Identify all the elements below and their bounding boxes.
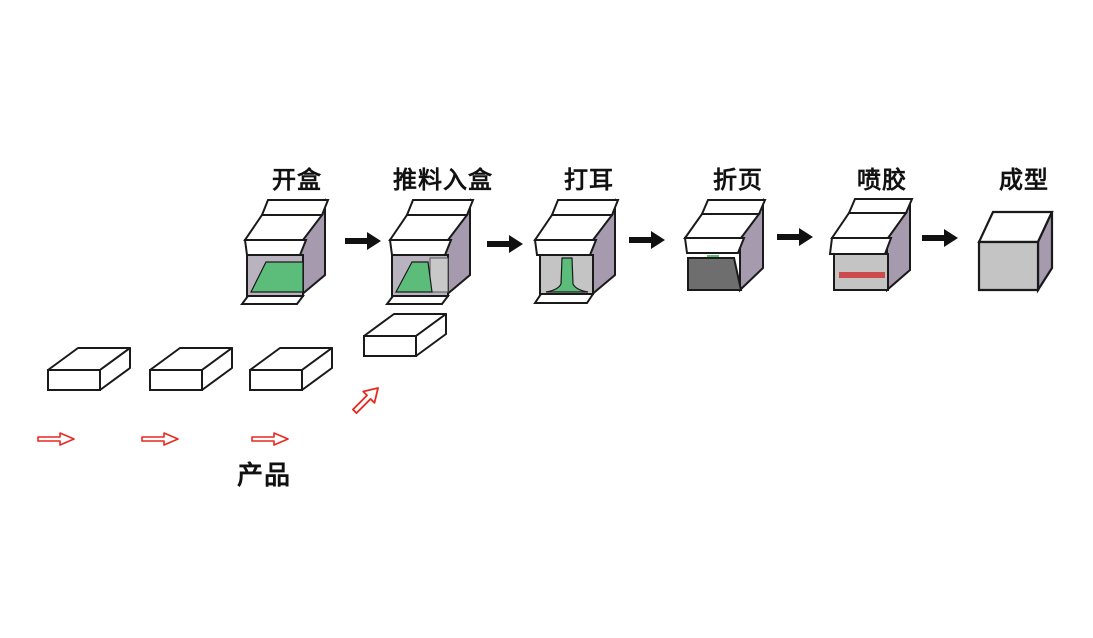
product-arrow-right-icon [37,432,75,446]
step-fold-ears-illustration [533,198,620,304]
step-label-fold-ears: 打耳 [564,166,614,194]
front-flap [388,239,453,256]
front-dark-face [687,257,743,291]
top-flap [260,199,330,216]
top-flap [847,198,914,214]
product-arrow-right-icon [141,432,179,446]
front-gray-face [977,240,1040,292]
step-fold-flaps-illustration [683,198,767,293]
flow-arrows [345,228,958,253]
top-flap [700,199,767,215]
flow-arrow-icon [777,228,813,246]
step-label-push-into-box: 推料入盒 [393,166,493,194]
top-flap [550,199,620,216]
products [47,313,447,391]
product-box [249,347,333,391]
glue-green-t [545,257,589,293]
front-flap [828,237,893,255]
glue-hint [707,255,719,258]
product-arrow-diagonal-icon [352,387,379,414]
flow-arrow-icon [629,231,665,249]
bottom-flap [240,295,305,305]
front-flap [533,239,598,256]
front-flap [243,239,308,256]
product-box [47,347,131,391]
step-push-into-box-illustration [385,198,475,305]
product-box [363,313,447,357]
product-front-face [47,369,101,391]
flow-arrow-icon [487,235,523,253]
product-front-face [249,369,303,391]
bottom-flap [533,293,595,304]
top-flap [405,199,475,216]
glue-green [395,261,433,293]
step-form-box-illustration [977,210,1054,294]
flow-arrow-icon [345,232,381,250]
bottom-flap [385,295,450,305]
glue-red-line [839,272,885,278]
product-front-face [363,335,417,357]
flow-arrow-icon [922,229,958,247]
step-label-open-box: 开盒 [272,166,322,194]
product-inside [429,257,449,293]
step-label-fold-flaps: 折页 [713,166,763,194]
step-open-box-illustration [240,198,330,305]
glue-green [250,261,304,293]
step-label-form-box: 成型 [999,166,1049,194]
product-box [149,347,233,391]
product-arrows [37,387,379,446]
step-label-spray-glue: 喷胶 [857,166,907,194]
step-spray-glue-illustration [828,198,914,293]
product-arrow-right-icon [251,432,289,446]
product-front-face [149,369,203,391]
product-label: 产品 [237,461,292,491]
front-flap [683,237,746,254]
